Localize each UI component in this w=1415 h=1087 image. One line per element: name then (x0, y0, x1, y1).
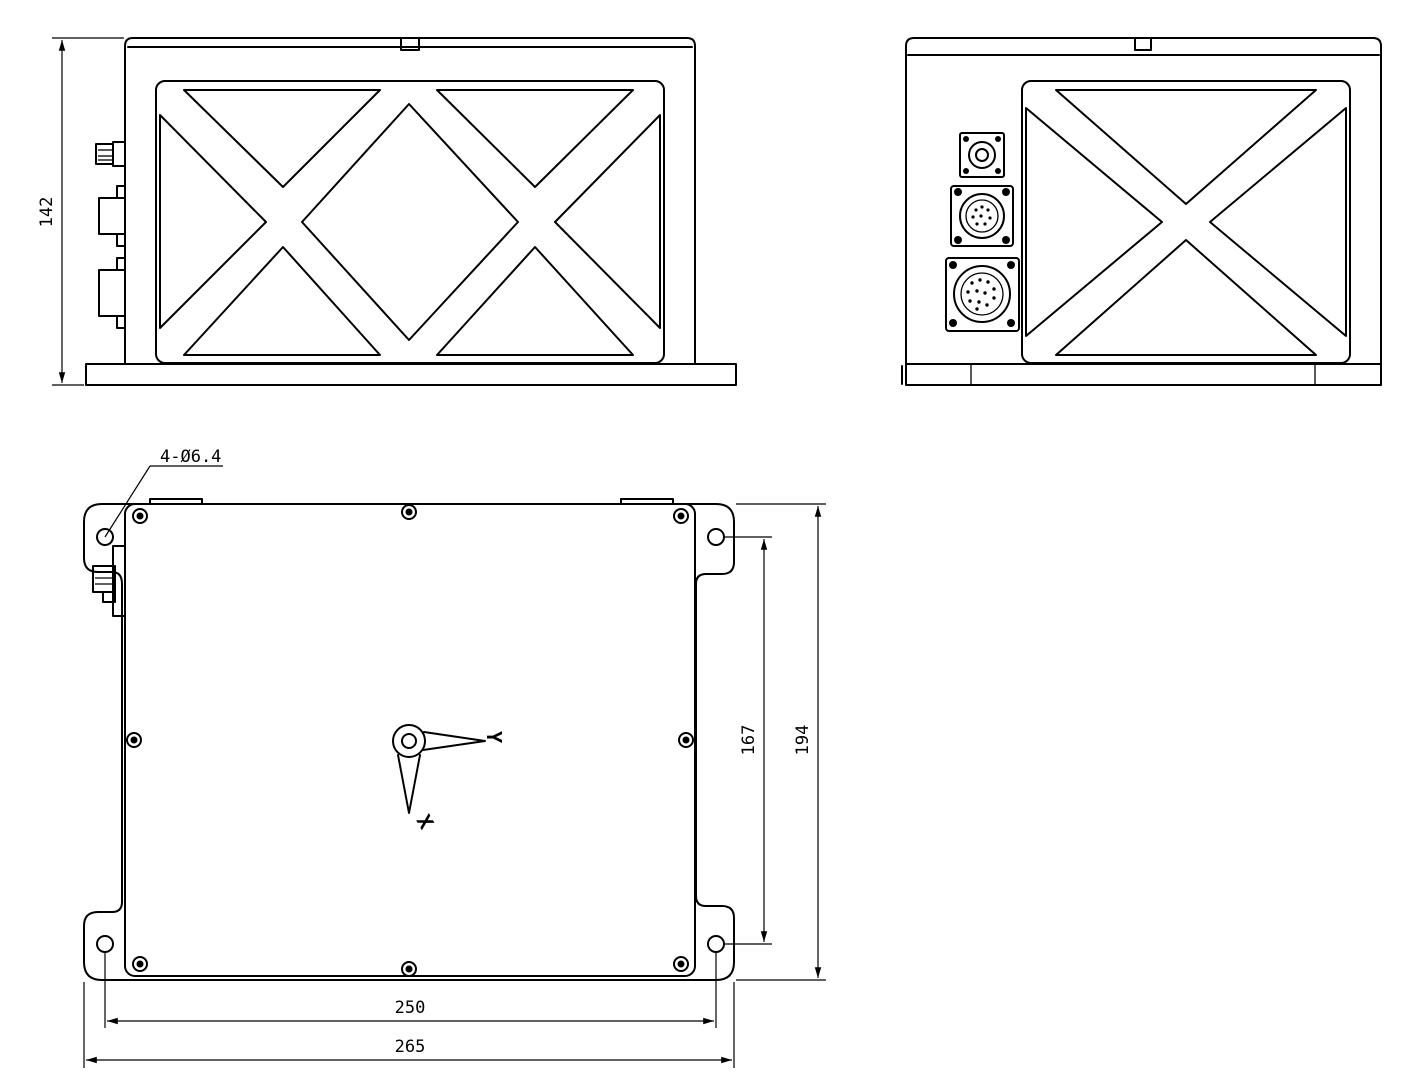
front-view-connectors (95, 141, 126, 329)
side-view-body (905, 37, 1382, 386)
side-view-panel (1021, 80, 1351, 364)
side-view-lattice (1025, 89, 1347, 356)
mounting-hole (96, 935, 114, 953)
top-view: Y X 4-Ø6.4 167 194 250 (83, 447, 826, 1068)
mounting-hole (707, 935, 725, 953)
dimension-height-label: 142 (37, 197, 57, 228)
dimension-250-label: 250 (395, 998, 426, 1018)
mounting-hole (707, 528, 725, 546)
hole-callout: 4-Ø6.4 (104, 447, 223, 538)
front-view-base (85, 363, 737, 386)
dimension-194-label: 194 (793, 725, 813, 756)
side-view (901, 37, 1382, 386)
top-view-flange (83, 503, 735, 981)
rf-connector (959, 132, 1005, 178)
dimension-height: 142 (37, 37, 124, 386)
front-view-lattice (159, 89, 661, 356)
top-view-connector (92, 545, 126, 617)
mounting-hole (96, 528, 114, 546)
dimension-horizontal-265: 265 (83, 982, 735, 1068)
mounting-holes (96, 528, 725, 953)
dimension-265-label: 265 (395, 1037, 426, 1057)
front-view-body (124, 37, 696, 365)
y-axis-label: Y (482, 731, 506, 743)
front-view-panel (155, 80, 665, 364)
top-view-body (124, 503, 696, 977)
dimension-vertical-167: 167 (724, 536, 772, 945)
circular-connector-large (945, 257, 1020, 332)
front-view: 142 (37, 37, 737, 386)
dimension-vertical-194: 194 (736, 503, 826, 981)
hole-callout-label: 4-Ø6.4 (160, 447, 221, 467)
axis-symbol: Y X (392, 724, 506, 833)
x-axis-label: X (412, 811, 439, 833)
dimension-167-label: 167 (739, 725, 759, 756)
circular-connector-small (950, 185, 1014, 247)
dimension-horizontal-250: 250 (104, 952, 717, 1028)
screws (126, 504, 694, 977)
